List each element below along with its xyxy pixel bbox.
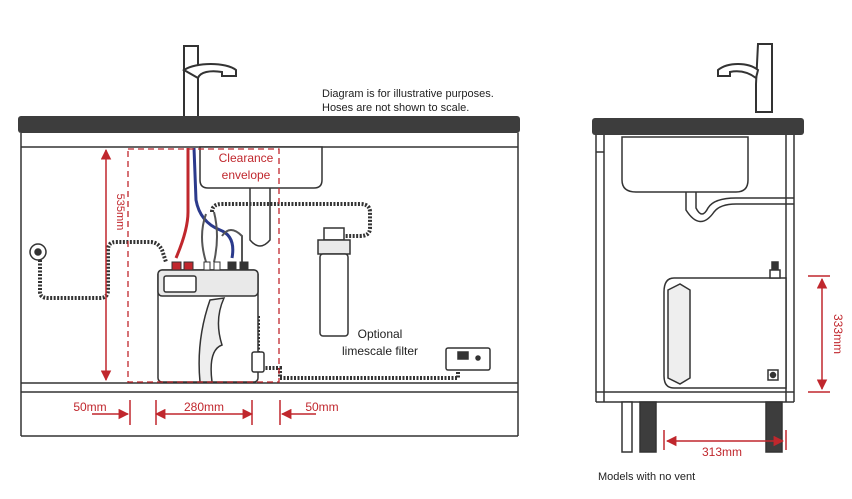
- width-unit-label: 280mm: [184, 400, 224, 414]
- tank-valves: [171, 261, 249, 271]
- front-hoses: [174, 147, 243, 263]
- front-plug: [251, 351, 265, 373]
- side-view: [592, 43, 830, 453]
- clearance-label-1: Clearance: [219, 151, 274, 165]
- limescale-filter: [317, 227, 351, 337]
- filter-label-2: limescale filter: [342, 344, 418, 358]
- note-line-1: Diagram is for illustrative purposes.: [322, 88, 494, 100]
- dimension-height-side: [808, 275, 830, 393]
- side-tank-unit: [663, 261, 787, 389]
- wall-valve-icon: [29, 243, 47, 261]
- depth-side-label: 313mm: [702, 445, 742, 459]
- note-line-2: Hoses are not shown to scale.: [322, 102, 469, 114]
- front-view: [18, 45, 520, 437]
- side-sink: [621, 136, 794, 223]
- height-side-label: 333mm: [831, 314, 845, 354]
- front-worktop: [18, 116, 520, 133]
- dimension-depth-side: [663, 430, 787, 450]
- gap-right-label: 50mm: [305, 400, 338, 414]
- gap-left-label: 50mm: [73, 400, 106, 414]
- wall-socket-icon: [445, 347, 491, 371]
- clearance-envelope: [127, 148, 280, 383]
- front-sink: [199, 146, 323, 247]
- height-front-label: 535mm: [114, 194, 126, 231]
- front-tank-unit: [157, 269, 259, 383]
- side-worktop: [592, 118, 804, 135]
- filter-label-1: Optional: [358, 327, 403, 341]
- side-caption: Models with no vent: [598, 471, 695, 483]
- side-tap: [717, 43, 773, 113]
- front-tap: [182, 45, 237, 119]
- clearance-label-2: envelope: [222, 168, 271, 182]
- dimension-widths: [92, 400, 316, 425]
